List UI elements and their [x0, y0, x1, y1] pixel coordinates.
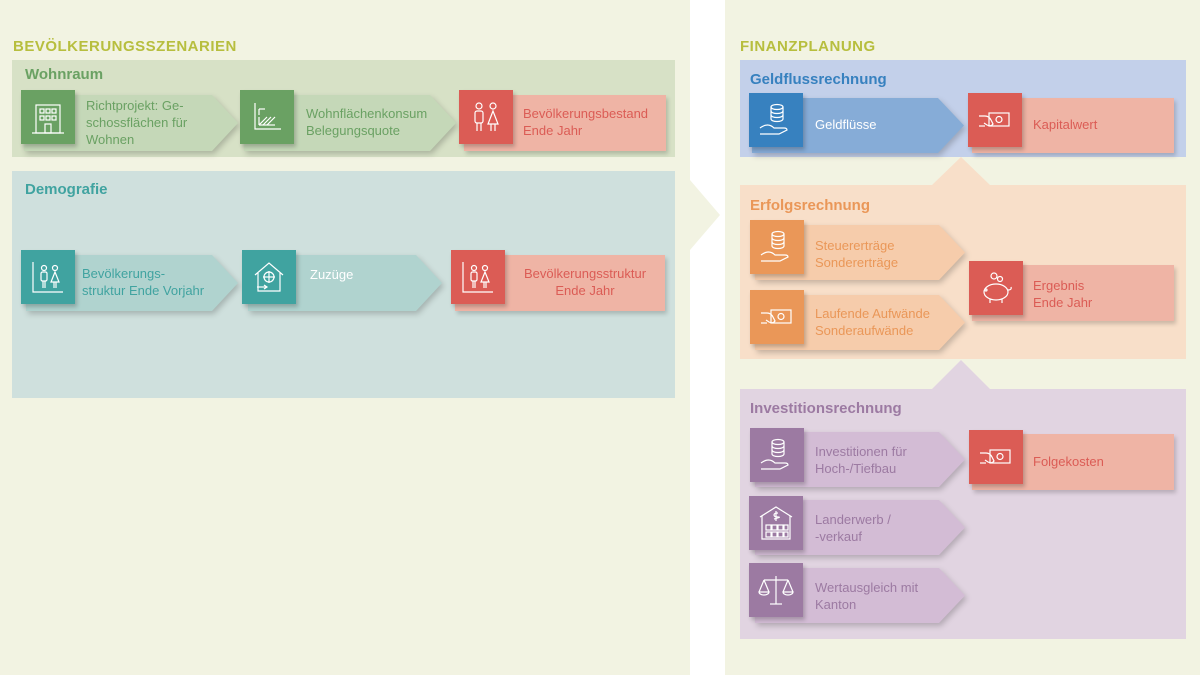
demografie-item-3-label: Bevölkerungsstruktur Ende Jahr — [523, 266, 647, 298]
wohnraum-item-1-label: Richtprojekt: Ge- schossflächen für Wohn… — [86, 97, 188, 147]
investition-item-3-label: Landerwerb / -verkauf — [815, 512, 891, 544]
wohnraum-title: Wohnraum — [25, 66, 104, 83]
money-hand-icon — [968, 93, 1022, 147]
erfolg-title: Erfolgsrechnung — [750, 197, 871, 214]
geldfluss-item-2-label: Kapitalwert — [1033, 116, 1098, 132]
floor-area-icon — [240, 90, 294, 144]
money-hand-icon — [969, 430, 1023, 484]
investition-item-4-label: Wertausgleich mit Kanton — [815, 580, 919, 612]
coins-hand-icon — [750, 428, 804, 482]
erfolg-item-1-label: Steuererträge Sondererträge — [815, 238, 899, 270]
erfolg-item-2-label: Laufende Aufwände Sonderaufwände — [815, 306, 930, 338]
coins-hand-icon — [750, 220, 804, 274]
piggy-bank-icon — [969, 261, 1023, 315]
right-heading: FINANZPLANUNG — [740, 38, 876, 55]
demografie-item-2-label: Zuzüge — [310, 266, 354, 282]
house-arrival-icon — [242, 250, 296, 304]
investition-title: Investitionsrechnung — [750, 400, 902, 417]
investition-item-1-label: Investitionen für Hoch-/Tiefbau — [815, 444, 907, 476]
scales-icon — [749, 563, 803, 617]
demografie-title: Demografie — [25, 181, 108, 198]
investition-item-2-label: Folgekosten — [1033, 453, 1104, 469]
demografie-item-1-label: Bevölkerungs- struktur Ende Vorjahr — [82, 266, 205, 298]
erfolg-item-3-label: Ergebnis Ende Jahr — [1033, 278, 1093, 310]
connector-arrow — [690, 180, 720, 250]
geldfluss-item-1-label: Geldflüsse — [815, 116, 877, 132]
building-icon — [21, 90, 75, 144]
wohnraum-item-3-label: Bevölkerungsbestand Ende Jahr — [523, 106, 649, 138]
coins-hand-icon — [749, 93, 803, 147]
population-chart-icon — [451, 250, 505, 304]
population-chart-icon — [21, 250, 75, 304]
wohnraum-item-2-label: Wohnflächenkonsum Belegungsquote — [306, 106, 428, 138]
geldfluss-title: Geldflussrechnung — [750, 71, 887, 88]
people-icon — [459, 90, 513, 144]
left-heading: BEVÖLKERUNGSSZENARIEN — [13, 38, 237, 55]
money-hand-icon — [750, 290, 804, 344]
land-building-icon — [749, 496, 803, 550]
